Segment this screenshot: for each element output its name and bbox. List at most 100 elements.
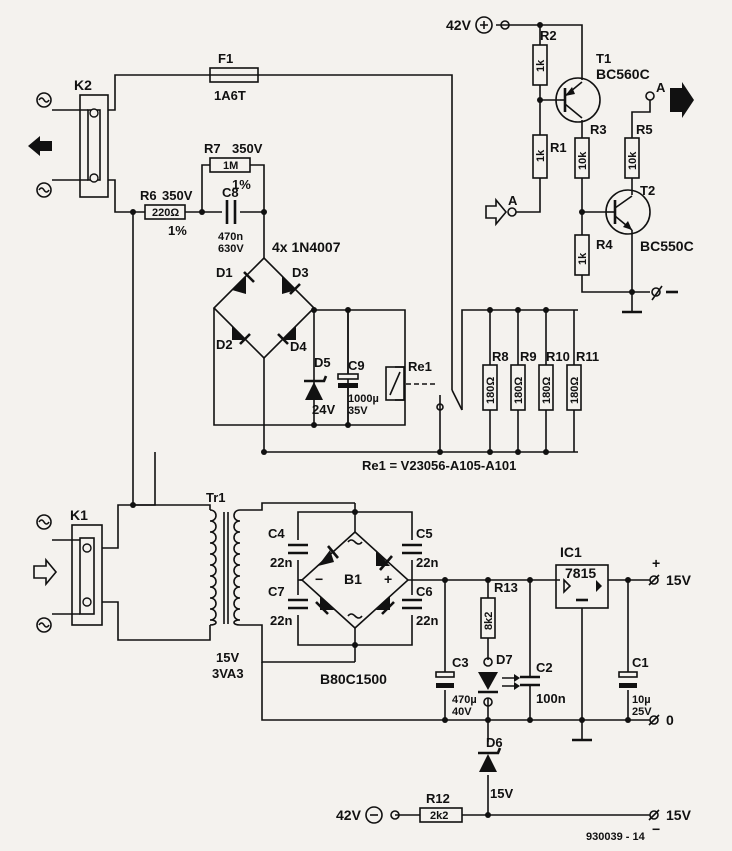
- k1-label: K1: [70, 507, 88, 523]
- r7-value: 1M: [223, 160, 238, 172]
- t1-name: T1: [596, 51, 611, 66]
- minus-terminal-icon: [365, 806, 400, 824]
- r10-name: R10: [546, 349, 570, 364]
- ground-icon: [622, 285, 678, 314]
- c8-value: 470n: [218, 231, 243, 243]
- d6-name: D6: [486, 735, 503, 750]
- capacitor-c6: [402, 598, 422, 610]
- d3-label: D3: [292, 265, 309, 280]
- capacitor-c4: [288, 543, 308, 555]
- r7-name: R7: [204, 141, 221, 156]
- resistor-r13: [480, 597, 496, 639]
- k2-label: K2: [74, 77, 92, 93]
- relay-spec: Re1 = V23056-A105-A101: [362, 458, 516, 473]
- c7-value: 22n: [270, 613, 292, 628]
- bridge-b1-diodes: [315, 539, 395, 619]
- r8-value: 180Ω: [485, 377, 497, 404]
- r11-value: 180Ω: [569, 377, 581, 404]
- resistor-r9: [510, 364, 526, 411]
- resistor-r2: [532, 44, 548, 86]
- resistor-r3: [574, 137, 590, 179]
- c5-value: 22n: [416, 555, 438, 570]
- capacitor-c2: [520, 675, 540, 687]
- relay-re1: [385, 366, 463, 411]
- c2-value: 100n: [536, 691, 566, 706]
- b1-minus: −: [315, 571, 323, 587]
- resistor-r10: [538, 364, 554, 411]
- fuse-f1: [209, 67, 259, 83]
- bridge-note: 4x 1N4007: [272, 239, 341, 255]
- r4-value: 1k: [577, 252, 589, 265]
- out-plus-label: 15V: [666, 572, 692, 588]
- r2-value: 1k: [535, 59, 547, 72]
- zener-d6: [478, 747, 502, 772]
- input-arrow-icon: [33, 557, 58, 587]
- c6-name: C6: [416, 584, 433, 599]
- connector-k2: [52, 94, 109, 198]
- fuse-name: F1: [218, 51, 233, 66]
- diode-d2: [232, 326, 251, 345]
- d6-value: 15V: [490, 786, 513, 801]
- r4-name: R4: [596, 237, 613, 252]
- c4-value: 22n: [270, 555, 292, 570]
- diode-d3: [282, 276, 301, 295]
- node-a-top: A: [656, 80, 666, 95]
- diode-d1: [232, 271, 255, 294]
- resistor-r7: [209, 157, 251, 173]
- out-minus-label: 15V: [666, 807, 692, 823]
- resistor-r6: [144, 204, 186, 220]
- r7-rating: 350V: [232, 141, 263, 156]
- r9-name: R9: [520, 349, 537, 364]
- zener-d5: [304, 375, 328, 400]
- capacitor-c3: [435, 671, 455, 688]
- tr1-voltage: 15V: [216, 650, 239, 665]
- c8-rating: 630V: [218, 243, 244, 255]
- plus-terminal-icon: [475, 16, 510, 34]
- c7-name: C7: [268, 584, 285, 599]
- capacitor-c8: [225, 200, 237, 224]
- d2-label: D2: [216, 337, 233, 352]
- r13-value: 8k2: [483, 612, 495, 630]
- relay-name: Re1: [408, 359, 432, 374]
- r7-tol: 1%: [232, 177, 251, 192]
- c5-name: C5: [416, 526, 433, 541]
- c6-value: 22n: [416, 613, 438, 628]
- r9-value: 180Ω: [513, 377, 525, 404]
- tr1-rating: 3VA3: [212, 666, 244, 681]
- r6-rating: 350V: [162, 188, 193, 203]
- resistor-r11: [566, 364, 582, 411]
- transistor-t2: [605, 189, 651, 235]
- resistor-r4: [574, 234, 590, 276]
- resistor-r1: [532, 134, 548, 179]
- resistor-r12: [419, 807, 463, 823]
- r11-name: R11: [576, 349, 599, 364]
- transformer-tr1: [209, 509, 241, 626]
- c9-rating: 35V: [348, 405, 368, 417]
- r8-name: R8: [492, 349, 509, 364]
- capacitor-c7: [288, 598, 308, 610]
- resistor-r5: [624, 137, 640, 179]
- t2-name: T2: [640, 183, 655, 198]
- t1-type: BC560C: [596, 66, 650, 82]
- node-a-bottom: A: [508, 193, 518, 208]
- b1-plus: +: [384, 571, 392, 587]
- ic1-type: 7815: [565, 565, 596, 581]
- r13-name: R13: [494, 580, 518, 595]
- r3-name: R3: [590, 122, 607, 137]
- r6-value: 220Ω: [152, 207, 179, 219]
- c9-name: C9: [348, 358, 365, 373]
- c4-name: C4: [268, 526, 285, 541]
- capacitor-c1: [618, 671, 638, 688]
- capacitor-c5: [402, 543, 422, 555]
- c3-value: 470µ: [452, 694, 477, 706]
- c3-name: C3: [452, 655, 469, 670]
- node-a-input: [485, 197, 517, 227]
- c1-value: 10µ: [632, 694, 651, 706]
- resistor-r8: [482, 364, 498, 411]
- ic1-name: IC1: [560, 544, 582, 560]
- r12-name: R12: [426, 791, 450, 806]
- out-zero-label: 0: [666, 712, 674, 728]
- capacitor-c9: [337, 310, 359, 425]
- out-plus-sign: +: [652, 555, 660, 571]
- b1-type: B80C1500: [320, 671, 387, 687]
